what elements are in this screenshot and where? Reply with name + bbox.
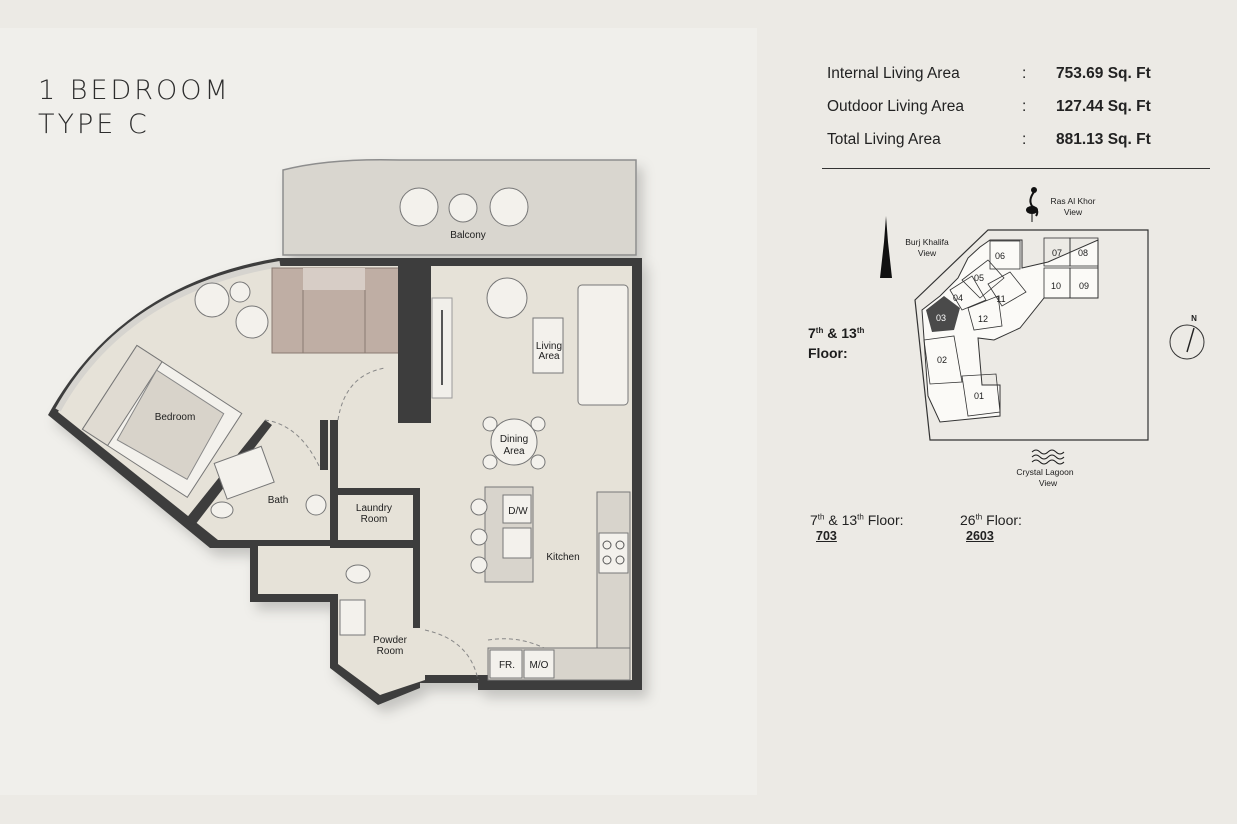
- flamingo-icon: [1026, 187, 1039, 222]
- label-laundry-2: Room: [361, 514, 388, 525]
- unit-03: 03: [936, 313, 946, 323]
- area-row-total: Total Living Area : 881.13 Sq. Ft: [827, 126, 1187, 159]
- bed: [81, 344, 243, 499]
- keyplan-floor-heading: 7th & 13th: [808, 325, 864, 341]
- area-row-internal: Internal Living Area : 753.69 Sq. Ft: [827, 60, 1187, 93]
- area-colon: :: [1022, 98, 1027, 115]
- unit-06: 06: [995, 251, 1005, 261]
- unit-number-703: 703: [816, 529, 837, 543]
- view-lagoon-1: Crystal Lagoon: [1016, 467, 1073, 477]
- key-plan: 7th & 13th Floor: Burj Khalifa View Ras …: [808, 187, 1205, 488]
- floor-plan-drawing: Balcony Bedroom Bath Living Area Dining …: [48, 158, 642, 705]
- label-kitchen: Kitchen: [546, 552, 579, 563]
- divider-line: [822, 168, 1210, 169]
- unit-number-2603: 2603: [966, 529, 994, 543]
- label-powder-1: Powder: [373, 635, 408, 646]
- glass-facade: [55, 261, 281, 412]
- unit-04: 04: [953, 293, 963, 303]
- unit-02: 02: [937, 355, 947, 365]
- compass-icon: N: [1169, 314, 1205, 360]
- unit-05: 05: [974, 273, 984, 283]
- sofa: [577, 284, 629, 406]
- area-value: 127.44 Sq. Ft: [1056, 98, 1151, 115]
- compass-north: N: [1191, 314, 1197, 323]
- area-value: 753.69 Sq. Ft: [1056, 65, 1151, 82]
- view-burj-1: Burj Khalifa: [905, 237, 949, 247]
- unit-title: 1 BEDROOM TYPE C: [38, 74, 231, 142]
- unit-10: 10: [1051, 281, 1061, 291]
- area-table: Internal Living Area : 753.69 Sq. Ft Out…: [827, 60, 1187, 159]
- keyplan-floor-word: Floor:: [808, 345, 848, 361]
- area-colon: :: [1022, 65, 1027, 82]
- label-bath: Bath: [268, 495, 289, 506]
- unit-11: 11: [996, 294, 1005, 304]
- label-balcony: Balcony: [450, 230, 486, 241]
- view-raskhor-1: Ras Al Khor: [1051, 196, 1096, 206]
- view-lagoon-2: View: [1039, 478, 1058, 488]
- label-bedroom: Bedroom: [155, 412, 196, 423]
- area-value: 881.13 Sq. Ft: [1056, 131, 1151, 148]
- area-label: Total Living Area: [827, 131, 941, 148]
- unit-08: 08: [1078, 248, 1088, 258]
- unit-07: 07: [1052, 248, 1062, 258]
- unit-09: 09: [1079, 281, 1089, 291]
- water-waves-icon: [1031, 449, 1065, 465]
- unit-title-type: TYPE C: [38, 109, 150, 140]
- label-powder-2: Room: [377, 646, 404, 657]
- burj-khalifa-icon: [880, 216, 892, 278]
- unit-title-bedrooms: 1 BEDROOM: [38, 75, 231, 106]
- interior-floor: [58, 266, 632, 695]
- unit-01: 01: [974, 391, 984, 401]
- site-boundary: [914, 229, 1149, 441]
- area-label: Internal Living Area: [827, 65, 960, 82]
- area-colon: :: [1022, 131, 1027, 148]
- label-dining-1: Dining: [500, 434, 528, 445]
- label-fridge: FR.: [499, 660, 515, 671]
- area-row-outdoor: Outdoor Living Area : 127.44 Sq. Ft: [827, 93, 1187, 126]
- label-microwave: M/O: [530, 660, 549, 671]
- bath-vanity: [213, 445, 275, 500]
- unit-03-highlight: [926, 296, 960, 332]
- label-living-1: Living: [536, 341, 562, 352]
- unit-12: 12: [978, 314, 988, 324]
- label-living-2: Area: [538, 351, 560, 362]
- floor-label-26: 26th Floor:: [960, 512, 1022, 528]
- label-laundry-1: Laundry: [356, 503, 392, 514]
- label-dw: D/W: [508, 506, 528, 517]
- partition-wall: [398, 266, 431, 423]
- area-label: Outdoor Living Area: [827, 98, 965, 115]
- view-raskhor-2: View: [1064, 207, 1083, 217]
- floor-label-7-13: 7th & 13th Floor:: [810, 512, 904, 528]
- view-burj-2: View: [918, 248, 937, 258]
- label-dining-2: Area: [503, 446, 525, 457]
